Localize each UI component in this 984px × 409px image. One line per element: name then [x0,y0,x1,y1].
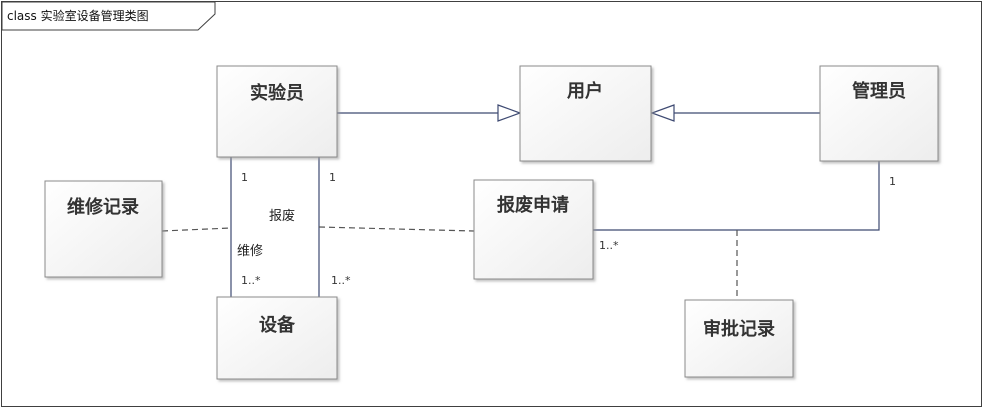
class-repair-record[interactable]: 维修记录 [44,180,163,278]
class-experimenter[interactable]: 实验员 [216,65,338,158]
association-label-repair: 维修 [237,244,263,259]
class-scrap-request[interactable]: 报废申请 [473,179,594,280]
diagram-title-tab [1,1,216,31]
generalization-arrowhead-left [497,104,522,122]
class-approval-record[interactable]: 审批记录 [684,299,794,378]
multiplicity-admin: 1 [889,175,896,188]
class-equipment[interactable]: 设备 [216,296,338,380]
multiplicity-equip-left: 1..* [241,274,261,287]
class-experimenter-name: 实验员 [250,82,304,104]
assoc-class-link-repair [161,227,232,232]
class-approval-record-name: 审批记录 [703,318,775,340]
class-admin[interactable]: 管理员 [819,65,939,162]
multiplicity-exp-right: 1 [329,171,336,184]
class-user-name: 用户 [567,80,603,102]
generalization-arrowhead-right [650,104,675,122]
association-label-scrap: 报废 [269,208,295,224]
class-repair-record-name: 维修记录 [67,196,139,218]
class-admin-name: 管理员 [852,80,906,102]
class-equipment-name: 设备 [259,314,296,336]
multiplicity-equip-right: 1..* [331,274,351,287]
multiplicity-exp-left: 1 [241,171,248,184]
diagram-title: class 实验室设备管理类图 [7,8,149,23]
class-scrap-request-name: 报废申请 [497,194,569,216]
association-scrap-admin [593,161,880,231]
multiplicity-scrap: 1..* [599,239,619,252]
assoc-class-link-scrap [318,226,475,232]
class-user[interactable]: 用户 [519,65,652,162]
